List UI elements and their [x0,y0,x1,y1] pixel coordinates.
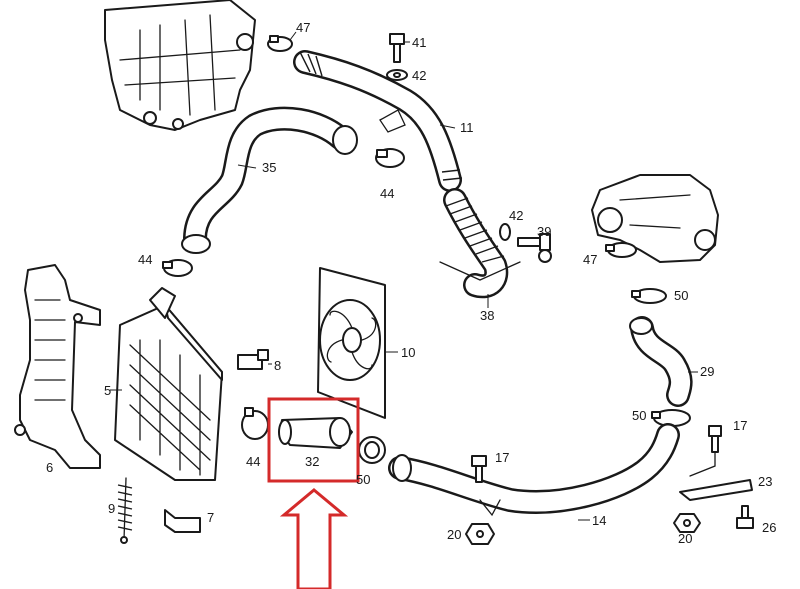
label-50-center: 50 [356,472,370,487]
label-14: 14 [592,513,606,528]
label-7: 7 [207,510,214,525]
label-47-right: 47 [583,252,597,267]
bolt-17-right [708,425,722,453]
turbo-housing [591,174,719,263]
label-42-right: 42 [509,208,523,223]
bracket-6 [14,264,101,469]
nut-20-right [673,513,701,533]
screw-26 [736,505,754,529]
label-39: 39 [537,224,551,239]
highlight-box [267,397,360,483]
label-17-right: 17 [733,418,747,433]
hose-29 [629,316,698,407]
spring-9 [117,477,133,544]
hose-clamp-50-right [631,288,667,304]
engine-housing [104,0,256,131]
label-44-upper: 44 [380,186,394,201]
label-41: 41 [412,35,426,50]
intercooler-5 [110,287,223,481]
label-50-right: 50 [674,288,688,303]
label-11: 11 [460,120,474,135]
washer-42-top [386,69,408,81]
label-44-lower: 44 [246,454,260,469]
label-29: 29 [700,364,714,379]
label-23: 23 [758,474,772,489]
bracket-7 [164,509,201,533]
label-9: 9 [108,501,115,516]
label-50-lower: 50 [632,408,646,423]
hose-clamp-47-right [605,242,637,258]
label-5: 5 [104,383,111,398]
label-26: 26 [762,520,776,535]
pipe-14 [388,423,680,521]
hose-clamp-44-left [162,259,193,277]
label-44-left: 44 [138,252,152,267]
part-labels: 47 41 42 11 44 35 42 39 47 50 44 38 29 8… [46,20,776,546]
label-20-center: 20 [447,527,461,542]
washer-42-right [499,223,511,241]
corrugated-hose-38 [439,188,521,308]
hose-clamp-50-center [358,436,386,464]
hose-clamp-44-lower [241,407,269,440]
bolt-41 [389,33,410,63]
hose-clamp-47-top [267,31,297,52]
label-32: 32 [305,454,319,469]
hose-clamp-44-upper [375,148,405,168]
bracket-23 [679,451,753,501]
label-6: 6 [46,460,53,475]
label-42-top: 42 [412,68,426,83]
sensor-8 [237,349,272,370]
label-35: 35 [262,160,276,175]
label-47-top: 47 [296,20,310,35]
nut-20-center [465,523,495,545]
pipe-11 [293,50,463,192]
bolt-39 [517,233,552,263]
label-38: 38 [480,308,494,323]
bolt-17-center [471,455,487,483]
pointer-arrow [279,488,349,589]
label-17-center: 17 [495,450,509,465]
label-20-right: 20 [678,531,692,546]
hose-32 [278,417,353,449]
fan-10 [317,267,398,419]
hose-35 [181,106,358,254]
label-8: 8 [274,358,281,373]
label-10: 10 [401,345,415,360]
